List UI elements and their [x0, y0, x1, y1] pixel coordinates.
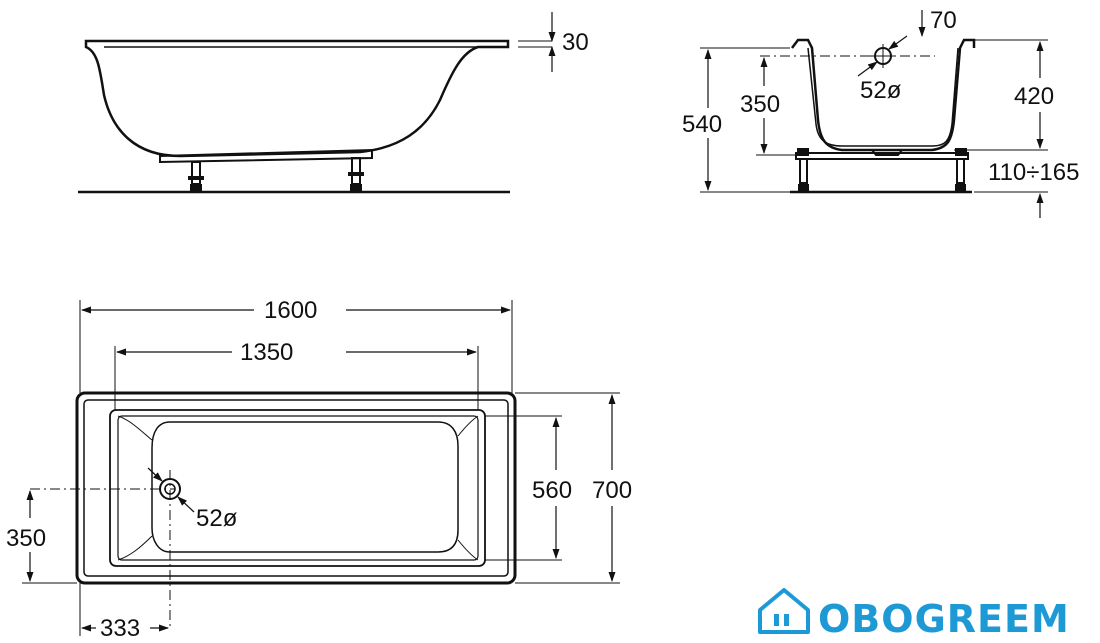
dim-overflow-offset: 70	[930, 7, 957, 34]
dim-inner-width: 560	[532, 477, 572, 504]
end-tub-outline	[791, 38, 976, 152]
top-view: 52ø 1600 1350 560 700 350 333	[6, 297, 632, 642]
side-view: 30	[78, 12, 589, 194]
dim-inner-length: 1350	[240, 339, 293, 366]
top-basin-bottom	[151, 421, 459, 553]
end-leg-right	[955, 148, 967, 192]
brand-logo: OBOGREEM	[758, 588, 1070, 641]
dim-rim-thickness: 30	[562, 29, 589, 56]
end-view: 70 52ø 540 350 420 110÷165	[682, 7, 1079, 218]
dim-drain-offset-y: 350	[6, 525, 46, 552]
dim-overflow-diameter: 52ø	[860, 77, 902, 104]
top-outer-rim	[75, 391, 517, 585]
dim-leg-adjust: 110÷165	[988, 159, 1079, 186]
brand-name: OBOGREEM	[818, 597, 1070, 641]
dim-outer-width: 700	[592, 477, 632, 504]
dim-outer-length: 1600	[264, 297, 317, 324]
side-leg-left	[188, 161, 204, 192]
side-leg-right	[348, 157, 364, 192]
dim-total-height: 540	[682, 111, 722, 138]
dim-drain-diameter: 52ø	[196, 505, 238, 532]
end-base-plate	[795, 152, 969, 160]
dim-inner-depth: 420	[1014, 83, 1054, 110]
side-tub-outline	[84, 39, 510, 158]
top-basin	[109, 409, 486, 567]
dim-drain-offset-x: 333	[100, 615, 140, 642]
end-leg-left	[797, 148, 809, 192]
house-icon	[758, 588, 810, 634]
dim-overflow-height: 350	[740, 91, 780, 118]
side-base-plate	[159, 148, 373, 164]
